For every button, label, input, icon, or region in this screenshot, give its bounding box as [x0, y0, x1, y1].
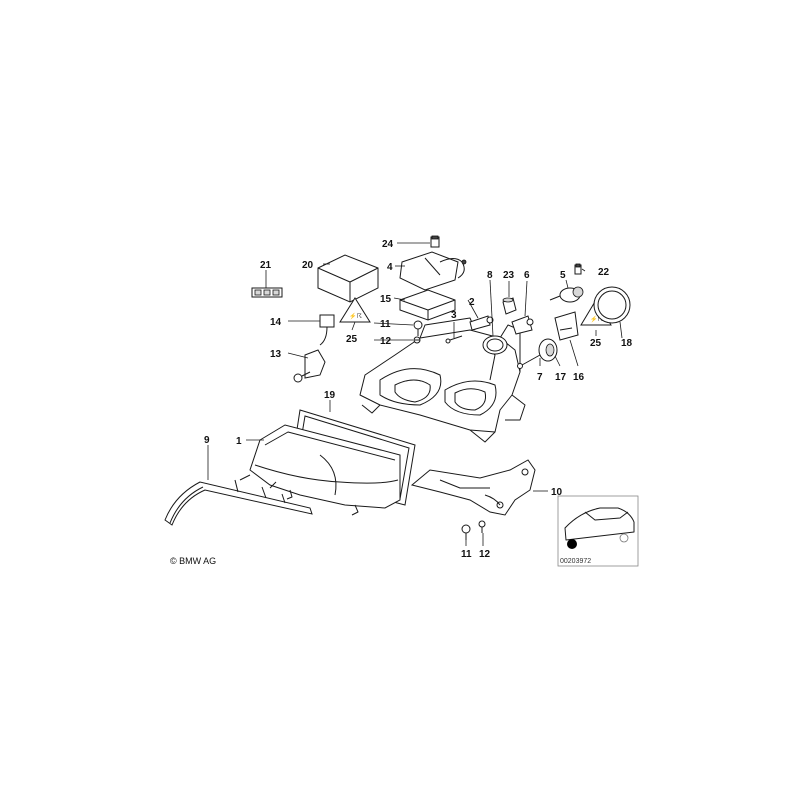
connector-part-24: [430, 235, 440, 248]
screw-part-11-bottom: [461, 524, 471, 540]
svg-text:⚡☈: ⚡☈: [590, 315, 603, 323]
headlight-housing: [359, 317, 526, 443]
label-sticker-part: [251, 287, 283, 298]
callout-5: 5: [560, 270, 566, 281]
callout-1: 1: [236, 436, 242, 447]
callout-3: 3: [451, 310, 457, 321]
socket-part-5: [549, 286, 584, 303]
callout-21: 21: [260, 260, 272, 271]
callout-12-bottom: 12: [479, 549, 491, 560]
callout-17: 17: [555, 372, 567, 383]
cap-part-17: [538, 338, 558, 362]
leader-lines: [207, 242, 623, 546]
callout-4: 4: [387, 262, 393, 273]
callout-9: 9: [204, 435, 210, 446]
callout-22: 22: [598, 267, 610, 278]
callout-23: 23: [503, 270, 515, 281]
svg-text:⚡☈: ⚡☈: [349, 312, 362, 320]
callout-20: 20: [302, 260, 314, 271]
callout-11-bottom: 11: [461, 549, 472, 560]
bracket-part: [410, 459, 536, 516]
callout-25-right: 25: [590, 338, 602, 349]
bulb-part-2: [469, 315, 494, 331]
callout-15: 15: [380, 294, 392, 305]
headlight-lens-part: [249, 424, 401, 516]
ballast-part: [399, 289, 456, 321]
cap-part-8: [482, 335, 508, 355]
bulb-part-6: [511, 315, 534, 335]
callout-6: 6: [524, 270, 530, 281]
bulb-part-7: [517, 354, 541, 369]
callout-12-top: 12: [380, 336, 392, 347]
control-box-part: [317, 254, 379, 303]
callout-11-top: 11: [380, 319, 391, 330]
callout-2: 2: [469, 297, 475, 308]
copyright-text: © BMW AG: [170, 556, 217, 566]
callout-labels: 1 2 3 4 5 6 7 8 9 10 11 11 12 12 13 14 1…: [204, 239, 633, 560]
cover-cap-part-18: [593, 286, 631, 324]
bulb-holder-part-13: [293, 349, 326, 383]
callout-24: 24: [382, 239, 394, 250]
callout-13: 13: [270, 349, 282, 360]
connector-part-14: [319, 314, 335, 346]
vehicle-reference-inset: 00203972: [557, 495, 639, 567]
bulb-part-3: [445, 335, 463, 344]
callout-19: 19: [324, 390, 336, 401]
bracket-part-16: [554, 311, 579, 341]
screw-part-11-top: [413, 320, 423, 336]
diagram-code: 00203972: [560, 558, 591, 565]
callout-7: 7: [537, 372, 543, 383]
callout-10: 10: [551, 487, 563, 498]
warning-label-left: ⚡☈: [339, 297, 371, 323]
callout-16: 16: [573, 372, 585, 383]
ignition-unit-part: [399, 251, 467, 291]
callout-18: 18: [621, 338, 633, 349]
callout-25-left: 25: [346, 334, 358, 345]
connector-part-22: [574, 263, 582, 275]
bulb-part-23: [502, 297, 517, 315]
trim-strip-part: [164, 474, 313, 526]
screw-part-12-top: [413, 336, 421, 344]
callout-8: 8: [487, 270, 493, 281]
screw-part-12-bottom: [478, 520, 486, 533]
callout-14: 14: [270, 317, 282, 328]
